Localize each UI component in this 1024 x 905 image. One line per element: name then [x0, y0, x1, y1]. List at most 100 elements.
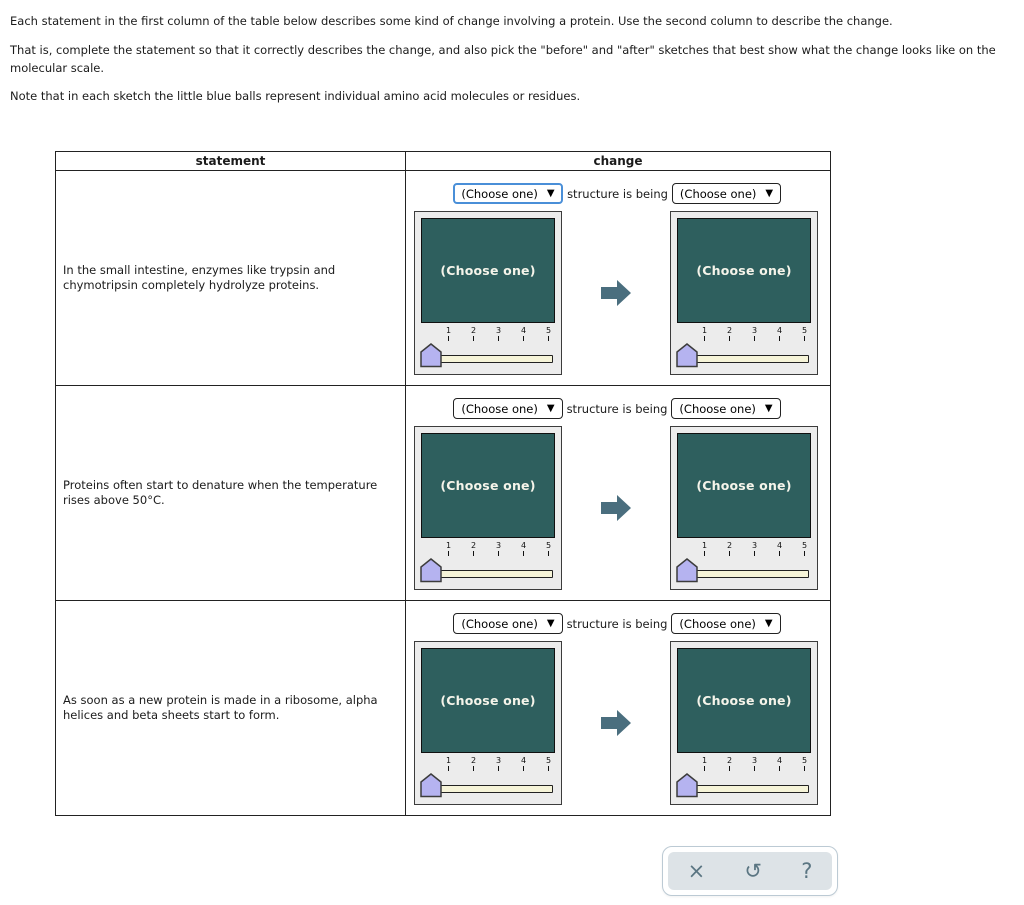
slider-ticks: 1 2 3 4 5: [700, 756, 809, 772]
before-sketch-panel: (Choose one) 1 2 3 4 5: [414, 641, 562, 806]
tick-mark: [704, 336, 705, 342]
slider-tick: 3: [750, 756, 759, 772]
sketch-placeholder: (Choose one): [696, 263, 792, 279]
dropdown-arrow-icon: ▼: [546, 402, 555, 414]
dropdown-arrow-icon: ▼: [764, 402, 773, 414]
table-row: In the small intestine, enzymes like try…: [56, 171, 830, 386]
reset-button[interactable]: ↺: [736, 860, 770, 882]
tick-mark: [729, 766, 730, 772]
slider-track[interactable]: [679, 355, 809, 364]
slider-tick: 5: [544, 541, 553, 557]
dropdown-value: (Choose one): [461, 186, 538, 201]
dropdown-value: (Choose one): [679, 186, 757, 201]
tick-mark: [448, 336, 449, 342]
instructions-block: Each statement in the first column of th…: [10, 13, 1024, 106]
before-structure-dropdown[interactable]: (Choose one) ▼: [452, 183, 564, 205]
tick-mark: [704, 766, 705, 772]
clear-button[interactable]: ×: [680, 860, 714, 882]
connector-text: structure is being: [566, 616, 668, 631]
slider-tick: 2: [469, 326, 478, 342]
table-row: Proteins often start to denature when th…: [56, 385, 830, 601]
slider-tick: 2: [469, 756, 478, 772]
slider-tick: 5: [544, 326, 553, 342]
tick-mark: [804, 551, 805, 557]
sketch-canvas: (Choose one): [421, 218, 555, 324]
after-structure-dropdown[interactable]: (Choose one) ▼: [671, 398, 781, 420]
sketch-canvas: (Choose one): [677, 218, 811, 324]
slider-handle[interactable]: [676, 772, 698, 798]
slider-track[interactable]: [679, 785, 809, 794]
sketch-canvas: (Choose one): [677, 433, 811, 539]
statement-column-header: statement: [56, 152, 406, 171]
slider-tick: 4: [775, 541, 784, 557]
tick-mark: [448, 551, 449, 557]
after-structure-dropdown[interactable]: (Choose one) ▼: [671, 613, 781, 635]
connector-text: structure is being: [567, 186, 668, 201]
instruction-paragraph-1: Each statement in the first column of th…: [10, 14, 893, 28]
slider-track[interactable]: [423, 785, 553, 794]
slider-tick: 2: [725, 326, 734, 342]
sketch-row: (Choose one) 1 2 3 4 5: [414, 426, 820, 591]
tick-mark: [729, 551, 730, 557]
slider-tick: 1: [444, 541, 453, 557]
tick-mark: [498, 766, 499, 772]
dropdown-arrow-icon: ▼: [764, 617, 773, 629]
change-sentence: (Choose one) ▼ structure is being (Choos…: [452, 183, 782, 205]
sketch-placeholder: (Choose one): [440, 478, 536, 494]
slider-tick: 4: [519, 326, 528, 342]
tick-mark: [473, 336, 474, 342]
slider-handle[interactable]: [420, 557, 442, 583]
tick-mark: [704, 551, 705, 557]
slider-tick: 2: [725, 756, 734, 772]
tick-mark: [498, 551, 499, 557]
before-structure-dropdown[interactable]: (Choose one) ▼: [453, 613, 563, 635]
arrow-right-icon: [601, 495, 631, 522]
dropdown-arrow-icon: ▼: [546, 617, 555, 629]
after-sketch-panel: (Choose one) 1 2 3 4 5: [670, 211, 818, 376]
tick-mark: [779, 766, 780, 772]
slider-tick: 4: [519, 756, 528, 772]
dropdown-arrow-icon: ▼: [546, 187, 555, 199]
tick-mark: [473, 551, 474, 557]
slider-handle[interactable]: [420, 342, 442, 368]
statement-cell: As soon as a new protein is made in a ri…: [56, 601, 406, 816]
slider-tick: 4: [775, 326, 784, 342]
change-column-header: change: [593, 154, 643, 169]
slider-ticks: 1 2 3 4 5: [700, 326, 809, 342]
table-row: As soon as a new protein is made in a ri…: [56, 600, 830, 816]
sketch-placeholder: (Choose one): [696, 693, 792, 709]
sketch-slider: [676, 557, 811, 583]
change-table: statement change In the small intestine,…: [55, 151, 831, 817]
sketch-slider: [676, 342, 811, 368]
connector-text: structure is being: [566, 401, 668, 416]
slider-handle[interactable]: [676, 557, 698, 583]
answer-toolbar-inner: × ↺ ?: [668, 852, 832, 891]
sketch-canvas: (Choose one): [677, 648, 811, 754]
tick-mark: [754, 766, 755, 772]
after-sketch-panel: (Choose one) 1 2 3 4 5: [670, 426, 818, 591]
slider-tick: 5: [800, 756, 809, 772]
slider-handle[interactable]: [676, 342, 698, 368]
before-structure-dropdown[interactable]: (Choose one) ▼: [453, 398, 563, 420]
statement-cell: In the small intestine, enzymes like try…: [56, 171, 406, 386]
slider-tick: 2: [469, 541, 478, 557]
slider-track[interactable]: [679, 570, 809, 579]
slider-handle[interactable]: [420, 772, 442, 798]
slider-track[interactable]: [423, 355, 553, 364]
tick-mark: [779, 336, 780, 342]
slider-track[interactable]: [423, 570, 553, 579]
sketch-slider: [420, 557, 555, 583]
after-structure-dropdown[interactable]: (Choose one) ▼: [671, 183, 782, 205]
slider-tick: 3: [750, 541, 759, 557]
sketch-row: (Choose one) 1 2 3 4 5: [414, 641, 820, 806]
statement-text: In the small intestine, enzymes like try…: [63, 262, 336, 293]
dropdown-value: (Choose one): [679, 616, 756, 631]
dropdown-value: (Choose one): [461, 616, 538, 631]
dropdown-value: (Choose one): [679, 401, 756, 416]
dropdown-arrow-icon: ▼: [765, 187, 774, 199]
slider-tick: 3: [494, 541, 503, 557]
instruction-paragraph-3: Note that in each sketch the little blue…: [10, 89, 581, 104]
tick-mark: [473, 766, 474, 772]
help-button[interactable]: ?: [793, 860, 820, 882]
tick-mark: [548, 551, 549, 557]
